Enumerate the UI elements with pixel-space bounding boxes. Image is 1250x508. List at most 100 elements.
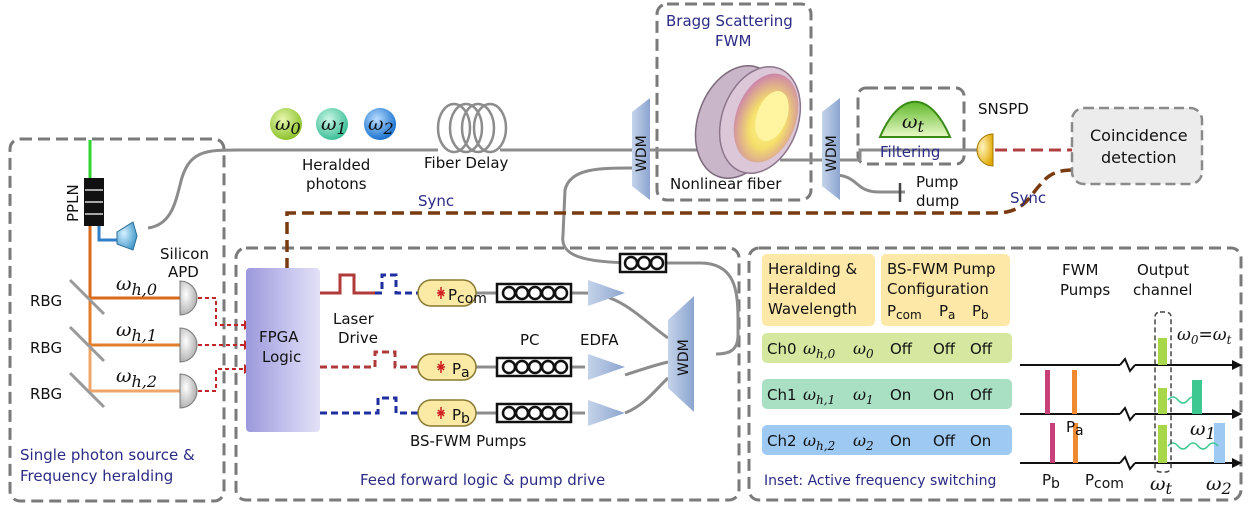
sync-left-label: Sync — [418, 192, 454, 210]
pump-dump-label-1: Pump — [916, 173, 958, 191]
fpga-label-1: FPGA — [259, 328, 299, 346]
pump-wdm-icon — [668, 296, 694, 412]
equality-label: ω0=ωt — [1177, 325, 1232, 347]
blue-pump-path — [97, 226, 120, 242]
channel-label: Ch2 — [767, 432, 797, 450]
header-pcom: Pcom — [887, 302, 922, 322]
pump-state: Off — [890, 340, 913, 358]
pump-laser-com — [417, 279, 477, 307]
rbg-gratings — [68, 278, 106, 409]
header-pump-1: BS-FWM Pump — [887, 260, 996, 278]
laser-drive-label-2: Drive — [338, 329, 378, 347]
spectrum-axes — [1020, 357, 1232, 471]
channel-row-bg — [762, 333, 1012, 363]
header-herald-1: Heralding & — [768, 260, 858, 278]
header-herald-box — [762, 254, 875, 326]
source-box — [8, 137, 226, 503]
channel-row-bg — [762, 425, 1012, 455]
header-pa: Pa — [939, 302, 955, 322]
apd-label-1: Silicon — [160, 245, 209, 263]
pump-state: On — [933, 386, 954, 404]
source-box-title-2: Frequency heralding — [20, 467, 173, 485]
pc-label: PC — [520, 331, 540, 349]
pump-com-label: Pcom — [448, 286, 487, 307]
spec-omega-1-label: ω1 — [1190, 418, 1216, 443]
filter-passband-icon — [878, 100, 952, 138]
rbg-label-0: RBG — [30, 292, 62, 310]
spectrum-bars — [1045, 338, 1225, 463]
spec-pb-label: Pb — [1042, 471, 1060, 492]
herald-omega-0: ωh,0 — [116, 273, 157, 299]
filter-box — [856, 86, 966, 166]
coincidence-label-1: Coincidence — [1090, 126, 1188, 145]
output-label-2: channel — [1133, 281, 1192, 299]
apd-signal-lines — [198, 297, 244, 392]
pump-a-label: Pa — [452, 360, 470, 381]
pump-state: On — [890, 386, 911, 404]
header-pump-box — [881, 254, 1010, 326]
rbg-label-2: RBG — [30, 385, 62, 403]
pump-state: Off — [970, 340, 993, 358]
fiber-delay-label: Fiber Delay — [424, 154, 509, 172]
pump-state: Off — [933, 432, 956, 450]
heralded-label-1: Heralded — [302, 156, 370, 174]
channel-omega: ω1 — [853, 385, 874, 407]
sync-right-label: Sync — [1010, 189, 1046, 207]
omega0-sphere-label: ω0 — [275, 113, 301, 138]
channel-omega: ω0 — [853, 339, 874, 361]
inset-box-title: Inset: Active frequency switching — [764, 473, 996, 489]
feedforward-box — [234, 246, 741, 502]
output-label-1: Output — [1137, 261, 1189, 279]
source-box-title-1: Single photon source & — [20, 446, 195, 464]
fwm-label-2: Pumps — [1060, 281, 1110, 299]
snspd-label: SNSPD — [978, 100, 1029, 118]
bragg-title-1: Bragg Scattering — [666, 12, 793, 30]
snspd-detector-icon — [976, 133, 994, 167]
header-herald-3: Wavelength — [768, 300, 857, 318]
fiber-delay-coil — [436, 102, 508, 154]
ppln-label: PPLN — [64, 184, 82, 222]
edfa-amplifiers — [588, 280, 625, 426]
fpga-label-2: Logic — [262, 348, 301, 366]
channel-label: Ch0 — [767, 340, 797, 358]
omega2-sphere-label: ω2 — [368, 113, 394, 138]
spec-pa-label: Pa — [1066, 418, 1084, 439]
apd-detectors — [179, 280, 198, 409]
pump-state: Off — [970, 386, 993, 404]
header-pb: Pb — [972, 302, 989, 322]
bs-fwm-pumps-label: BS-FWM Pumps — [410, 432, 527, 450]
bragg-box — [655, 2, 813, 202]
fiber-lines — [147, 148, 980, 415]
spec-pcom-label: Pcom — [1085, 471, 1124, 492]
pump-wdm-label: WDM — [676, 339, 692, 376]
nonlinear-fiber-label: Nonlinear fiber — [670, 175, 782, 193]
channel-herald-omega: ωh,2 — [803, 431, 835, 453]
fpga-block — [246, 268, 320, 432]
output-channel-window — [1154, 311, 1172, 473]
heralded-label-2: photons — [306, 175, 367, 193]
wdm-out-icon — [822, 98, 840, 200]
laser-drive-label-1: Laser — [333, 310, 375, 328]
channel-row-bg — [762, 379, 1012, 409]
herald-omega-2: ωh,2 — [116, 365, 157, 391]
edfa-label: EDFA — [580, 331, 619, 349]
wdm-in-icon — [632, 98, 650, 200]
pump-dump-label-2: dump — [916, 192, 959, 210]
pump-state: Off — [933, 340, 956, 358]
herald-omega-1: ωh,1 — [116, 319, 157, 345]
pump-laser-b — [417, 399, 477, 427]
spec-omega-2-label: ω2 — [1206, 473, 1232, 498]
coincidence-label-2: detection — [1101, 148, 1177, 167]
spec-omega-t-label: ωt — [1150, 473, 1173, 498]
pump-state: On — [890, 432, 911, 450]
pump-b-label: Pb — [452, 406, 470, 427]
coincidence-box — [1070, 106, 1204, 186]
channel-herald-omega: ωh,0 — [803, 339, 836, 361]
heralded-photon-spheres — [270, 108, 396, 140]
pump-laser-a — [417, 353, 477, 381]
bragg-title-2: FWM — [715, 32, 751, 50]
wdm-in-label: WDM — [634, 135, 650, 172]
pump-state: On — [970, 432, 991, 450]
